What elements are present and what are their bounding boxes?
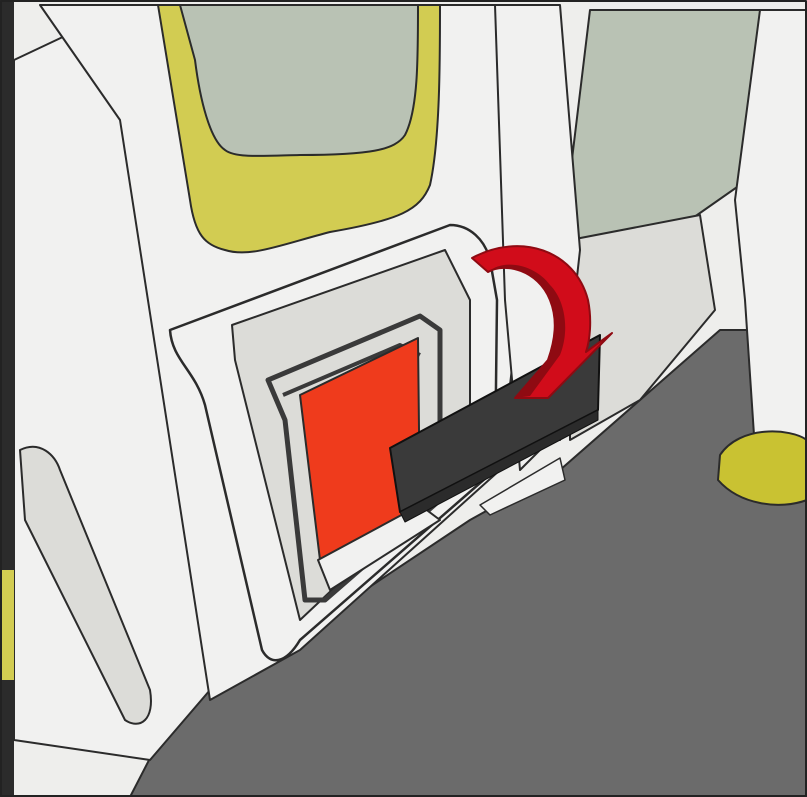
left-yellow-accent: [0, 570, 14, 680]
window: [158, 5, 440, 252]
window-glass: [180, 5, 418, 156]
